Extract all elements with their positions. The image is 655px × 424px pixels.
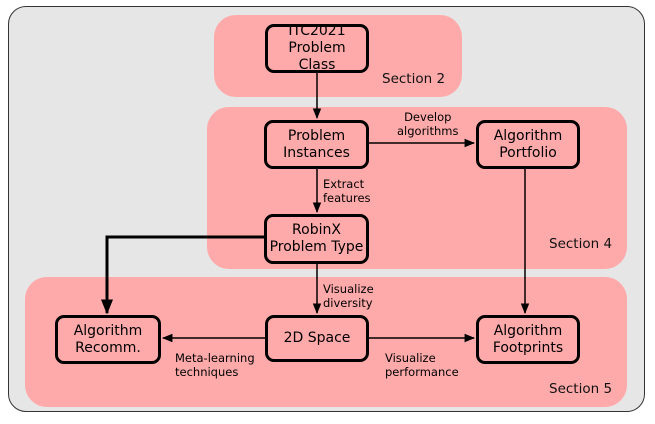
node-label-line2: Footprints bbox=[492, 339, 564, 356]
section-2-label: Section 2 bbox=[382, 71, 446, 87]
edge-label-extract-features: Extract features bbox=[323, 177, 371, 205]
section-4-label: Section 4 bbox=[549, 236, 613, 252]
node-label-line2: Instances bbox=[283, 144, 350, 161]
edge-label-visualize-performance: Visualize performance bbox=[385, 351, 459, 379]
node-problem-instances: Problem Instances bbox=[264, 120, 369, 169]
edge-label-line2: features bbox=[323, 191, 371, 205]
node-label-line1: Problem bbox=[287, 127, 346, 144]
edge-label-line2: techniques bbox=[175, 365, 239, 379]
node-itc2021-problem-class: ITC2021 Problem Class bbox=[265, 23, 369, 73]
edge-label-visualize-diversity: Visualize diversity bbox=[323, 282, 374, 310]
arrow-robinx-to-recomm bbox=[101, 235, 264, 315]
node-label-line1: ITC2021 bbox=[288, 23, 346, 39]
edge-label-line2: algorithms bbox=[397, 124, 459, 138]
edge-label-line2: performance bbox=[385, 365, 459, 379]
node-label-line2: Portfolio bbox=[499, 144, 557, 161]
edge-label-line1: Visualize bbox=[323, 282, 374, 296]
node-label-line1: Algorithm bbox=[493, 322, 563, 339]
node-label-line1: RobinX bbox=[292, 222, 341, 238]
edge-label-line1: Meta-learning bbox=[175, 351, 255, 365]
node-algorithm-footprints: Algorithm Footprints bbox=[476, 315, 580, 364]
node-label-line2: Recomm. bbox=[75, 339, 141, 356]
edge-label-meta-learning: Meta-learning techniques bbox=[175, 351, 255, 379]
node-robinx-problem-type: RobinX Problem Type bbox=[264, 214, 369, 264]
node-label-line2: Problem Type bbox=[269, 239, 364, 255]
node-label-line2: Problem Class bbox=[288, 40, 346, 73]
node-algorithm-portfolio: Algorithm Portfolio bbox=[476, 120, 580, 169]
node-label-line1: Algorithm bbox=[493, 127, 563, 144]
edge-label-line1: Visualize bbox=[385, 351, 436, 365]
edge-label-develop-algorithms: Develop algorithms bbox=[397, 110, 459, 138]
node-label-line1: 2D Space bbox=[283, 330, 351, 346]
node-algorithm-recomm: Algorithm Recomm. bbox=[55, 315, 161, 364]
edge-label-line1: Develop bbox=[404, 110, 452, 124]
edge-label-line1: Extract bbox=[323, 177, 365, 191]
node-2d-space: 2D Space bbox=[265, 315, 369, 362]
edge-label-line2: diversity bbox=[323, 296, 373, 310]
section-5-label: Section 5 bbox=[549, 381, 613, 397]
node-label-line1: Algorithm bbox=[73, 322, 143, 339]
